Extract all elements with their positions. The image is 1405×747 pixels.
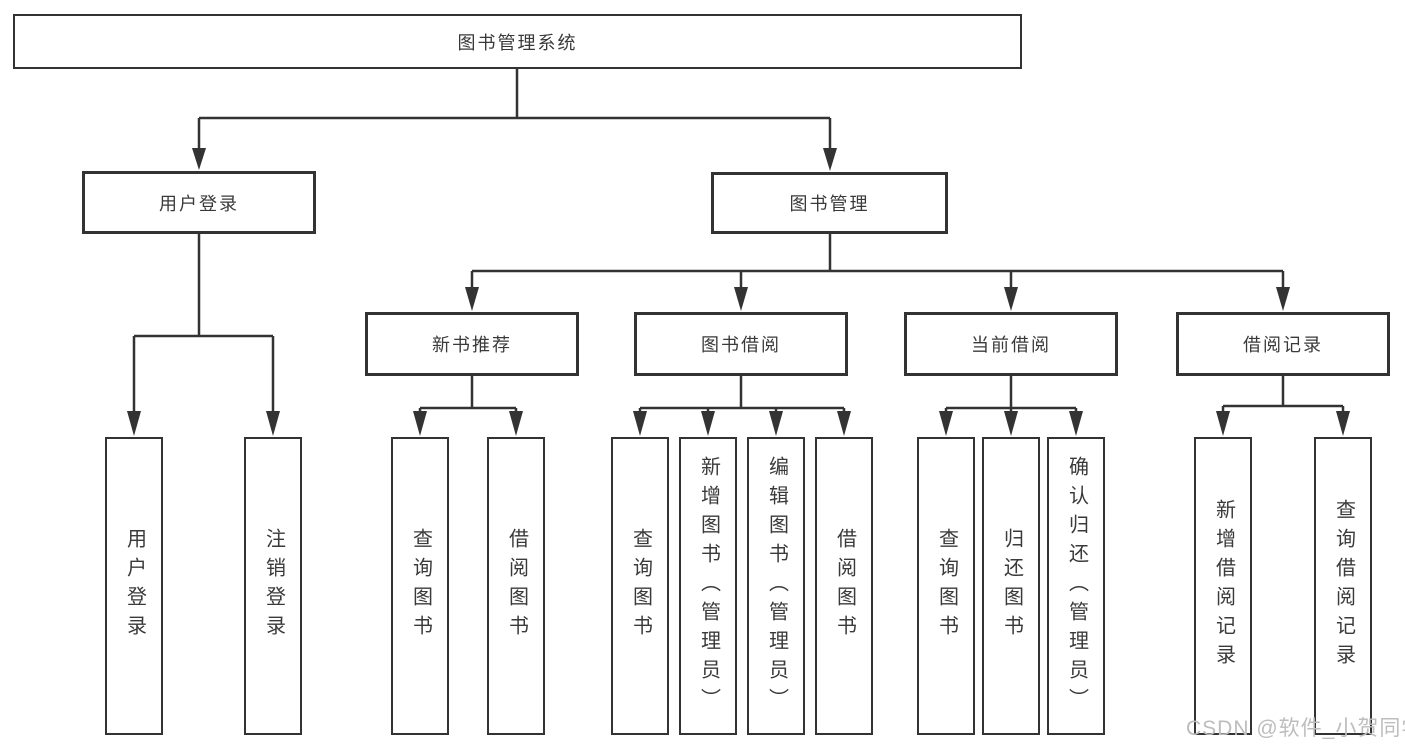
node-label: 新书推荐 (432, 335, 512, 355)
node-label: 图书借阅 (701, 335, 781, 355)
node-label: 借阅图书 (833, 528, 856, 644)
node-book-borrow: 图书借阅 (634, 312, 848, 376)
node-label: 确认归还（管理员） (1065, 455, 1088, 717)
leaf-logout: 注销登录 (244, 437, 302, 735)
edge-records-children (1221, 376, 1345, 413)
edge-book-mgmt-children (470, 234, 1285, 289)
node-label: 新增图书（管理员） (697, 455, 720, 717)
edge-user-login-children (132, 234, 275, 413)
leaf-add-borrow-record: 新增借阅记录 (1194, 437, 1252, 735)
arrowheads (127, 148, 1350, 436)
node-label: 新增借阅记录 (1212, 499, 1235, 673)
leaf-borrow-books-recommend: 借阅图书 (487, 437, 545, 735)
node-new-book-recommend: 新书推荐 (365, 312, 579, 376)
edge-borrow-children (638, 376, 846, 413)
node-label: 查询图书 (935, 528, 958, 644)
leaf-query-borrow-record: 查询借阅记录 (1314, 437, 1372, 735)
node-label: 注销登录 (262, 528, 285, 644)
leaf-confirm-return-admin: 确认归还（管理员） (1047, 437, 1105, 735)
node-label: 借阅图书 (505, 528, 528, 644)
node-label: 归还图书 (1000, 528, 1023, 644)
node-label: 用户登录 (123, 528, 146, 644)
node-label: 查询图书 (629, 528, 652, 644)
leaf-edit-books-admin: 编辑图书（管理员） (747, 437, 805, 735)
node-borrow-records: 借阅记录 (1176, 312, 1390, 376)
leaf-add-books-admin: 新增图书（管理员） (679, 437, 737, 735)
node-user-login: 用户登录 (82, 171, 316, 234)
leaf-return-books: 归还图书 (982, 437, 1040, 735)
edge-root-to-level2 (197, 69, 832, 150)
node-label: 查询图书 (409, 528, 432, 644)
node-label: 图书管理 (789, 194, 870, 214)
edge-current-children (944, 376, 1078, 413)
node-library-system-root: 图书管理系统 (13, 14, 1022, 69)
node-label: 编辑图书（管理员） (765, 455, 788, 717)
node-current-borrow: 当前借阅 (904, 312, 1118, 376)
csdn-watermark: CSDN @软件_小贺同学 (1186, 717, 1405, 740)
node-label: 借阅记录 (1243, 335, 1323, 355)
edge-recommend-children (418, 376, 518, 413)
node-label: 图书管理系统 (457, 32, 578, 53)
leaf-borrow-books: 借阅图书 (815, 437, 873, 735)
leaf-user-login: 用户登录 (105, 437, 163, 735)
leaf-query-books-recommend: 查询图书 (391, 437, 449, 735)
node-book-management: 图书管理 (711, 172, 948, 234)
leaf-query-books-borrow: 查询图书 (611, 437, 669, 735)
node-label: 用户登录 (159, 193, 239, 214)
leaf-query-books-current: 查询图书 (917, 437, 975, 735)
node-label: 当前借阅 (971, 335, 1051, 355)
node-label: 查询借阅记录 (1332, 499, 1355, 673)
